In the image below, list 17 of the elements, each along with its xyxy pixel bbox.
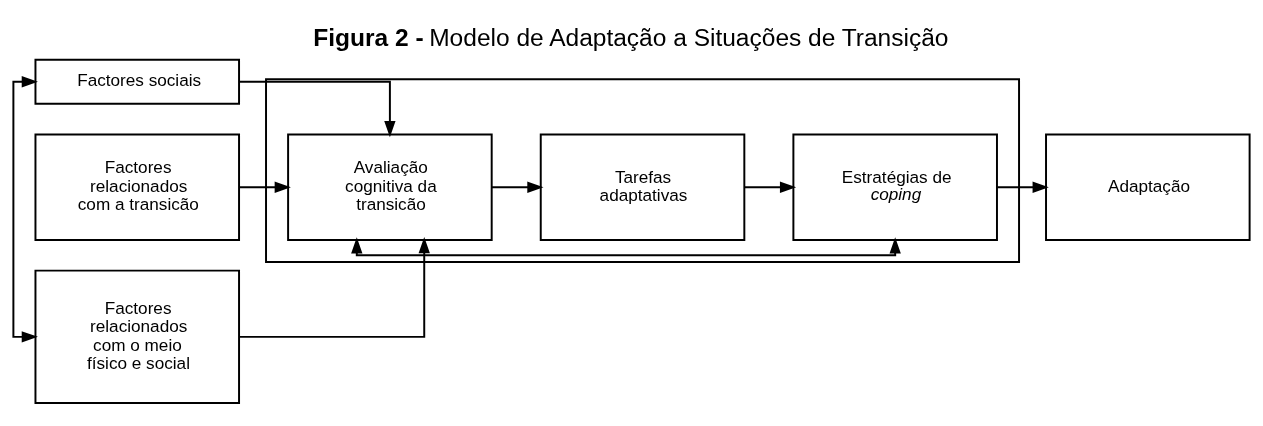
arrow	[490, 181, 544, 193]
node-box: Factores sociais	[34, 58, 241, 105]
node-box: Avaliação cognitiva da transicão	[287, 133, 493, 241]
arrow	[351, 237, 901, 257]
arrow	[12, 76, 38, 343]
cluster	[265, 78, 1021, 264]
arrow	[743, 181, 797, 193]
node-box: Tarefas adaptativas	[539, 133, 746, 241]
node-box: Factores relacionados com a transicão	[34, 133, 241, 241]
arrow	[238, 237, 430, 338]
node-box: Adaptação	[1045, 133, 1251, 241]
node-box: Factores relacionados com o meio físico e social	[34, 269, 241, 405]
diagram-title: Figura 2 - Modelo de Adaptação a Situações de Transição	[313, 24, 949, 52]
node-box: Estratégias de coping	[792, 133, 998, 241]
arrow	[996, 181, 1049, 193]
arrow	[238, 80, 396, 138]
arrow	[238, 181, 291, 193]
